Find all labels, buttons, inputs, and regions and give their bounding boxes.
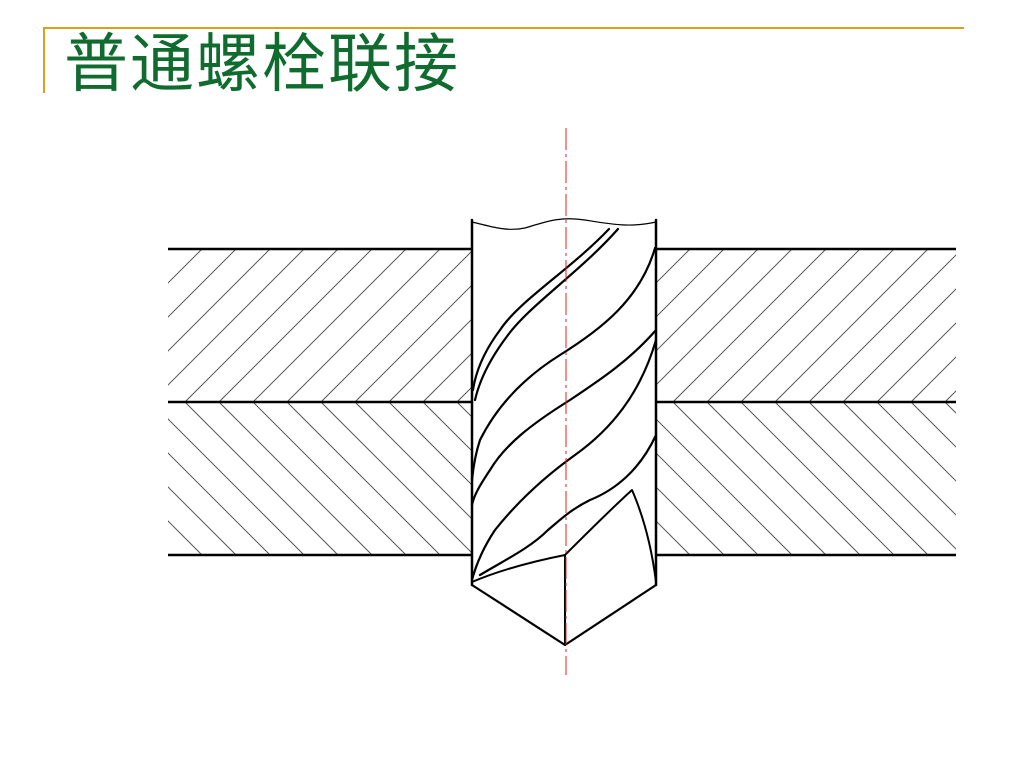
footer-accent-rule bbox=[52, 689, 972, 691]
hatch-line bbox=[774, 402, 929, 555]
upper-plate-right-hatching bbox=[656, 249, 1024, 402]
hatch-line bbox=[740, 249, 895, 402]
hatch-line bbox=[656, 249, 793, 386]
hatch-line bbox=[910, 402, 956, 448]
hatch-line bbox=[252, 402, 407, 555]
hatch-line bbox=[1013, 402, 1024, 555]
hatch-line bbox=[168, 520, 203, 555]
drill-flute-3b bbox=[478, 433, 658, 577]
hatch-line bbox=[979, 402, 1024, 555]
hatch-line bbox=[320, 402, 472, 554]
drill-flute-2a bbox=[470, 246, 657, 482]
hatch-line bbox=[842, 288, 956, 402]
plate-outlines bbox=[168, 247, 956, 557]
hatch-line bbox=[422, 402, 472, 452]
hatch-line bbox=[944, 402, 956, 414]
hatch-line bbox=[740, 402, 895, 555]
hatch-line bbox=[320, 250, 472, 402]
hatch-line bbox=[168, 249, 203, 284]
hatch-line bbox=[656, 249, 691, 284]
hatch-line bbox=[559, 249, 712, 402]
hatch-line bbox=[491, 402, 644, 555]
hatch-line bbox=[656, 249, 759, 352]
title-accent-left-rule bbox=[43, 27, 45, 93]
drill-bit bbox=[470, 218, 658, 647]
upper-plate-left-hatching bbox=[168, 249, 746, 402]
hatch-line bbox=[422, 352, 472, 402]
hatch-line bbox=[593, 249, 746, 402]
hatch-line bbox=[168, 249, 305, 386]
drill-tip-margin bbox=[564, 489, 657, 583]
hatch-line bbox=[286, 249, 441, 402]
drill-flute-2b bbox=[470, 328, 658, 507]
hatch-line bbox=[876, 322, 956, 402]
hatch-line bbox=[456, 386, 472, 402]
hatch-line bbox=[842, 402, 956, 516]
drill-tip-cutting-edge bbox=[471, 554, 566, 646]
hatch-line bbox=[656, 520, 691, 555]
drill-flute-1a bbox=[471, 227, 611, 392]
hatch-line bbox=[944, 390, 956, 402]
hatch-line bbox=[656, 486, 725, 555]
hatch-line bbox=[979, 249, 1024, 402]
hatch-line bbox=[388, 318, 472, 402]
hatch-line bbox=[672, 249, 827, 402]
hatch-line bbox=[354, 284, 472, 402]
hatch-line bbox=[491, 249, 644, 402]
hatch-line bbox=[168, 249, 271, 352]
hatch-line bbox=[774, 249, 929, 402]
hatch-line bbox=[286, 402, 441, 555]
hatch-line bbox=[656, 249, 725, 318]
hatch-line bbox=[354, 402, 472, 520]
hatch-line bbox=[168, 249, 237, 318]
lower-plate-left-hatching bbox=[168, 402, 746, 555]
hatch-line bbox=[656, 452, 759, 555]
hatch-line bbox=[218, 249, 373, 402]
hatch-line bbox=[184, 249, 339, 402]
hatch-line bbox=[808, 402, 956, 550]
hatch-line bbox=[706, 249, 861, 402]
lower-plate-right-hatching bbox=[656, 402, 1024, 555]
hatch-line bbox=[168, 249, 169, 250]
hatch-line bbox=[910, 356, 956, 402]
drill-break-line bbox=[471, 218, 657, 230]
hatch-line bbox=[184, 402, 339, 555]
hatch-line bbox=[168, 418, 305, 555]
hatch-line bbox=[168, 554, 169, 555]
hatch-line bbox=[656, 554, 657, 555]
hatch-line bbox=[168, 486, 237, 555]
hatch-line bbox=[593, 402, 746, 555]
hatch-line bbox=[876, 402, 956, 482]
title-accent-top-rule bbox=[44, 27, 964, 29]
hatch-line bbox=[672, 402, 827, 555]
hatch-line bbox=[218, 402, 373, 555]
drill-flute-3a bbox=[470, 338, 658, 582]
hatch-line bbox=[559, 402, 712, 555]
hatch-line bbox=[706, 402, 861, 555]
hatch-line bbox=[388, 402, 472, 486]
hatch-line bbox=[656, 418, 793, 555]
drill-flute-1b bbox=[473, 227, 620, 402]
slide-title: 普通螺栓联接 bbox=[64, 28, 460, 102]
hatch-line bbox=[252, 249, 407, 402]
hatch-line bbox=[168, 452, 271, 555]
hatch-line bbox=[808, 254, 956, 402]
hatch-line bbox=[1013, 249, 1024, 402]
